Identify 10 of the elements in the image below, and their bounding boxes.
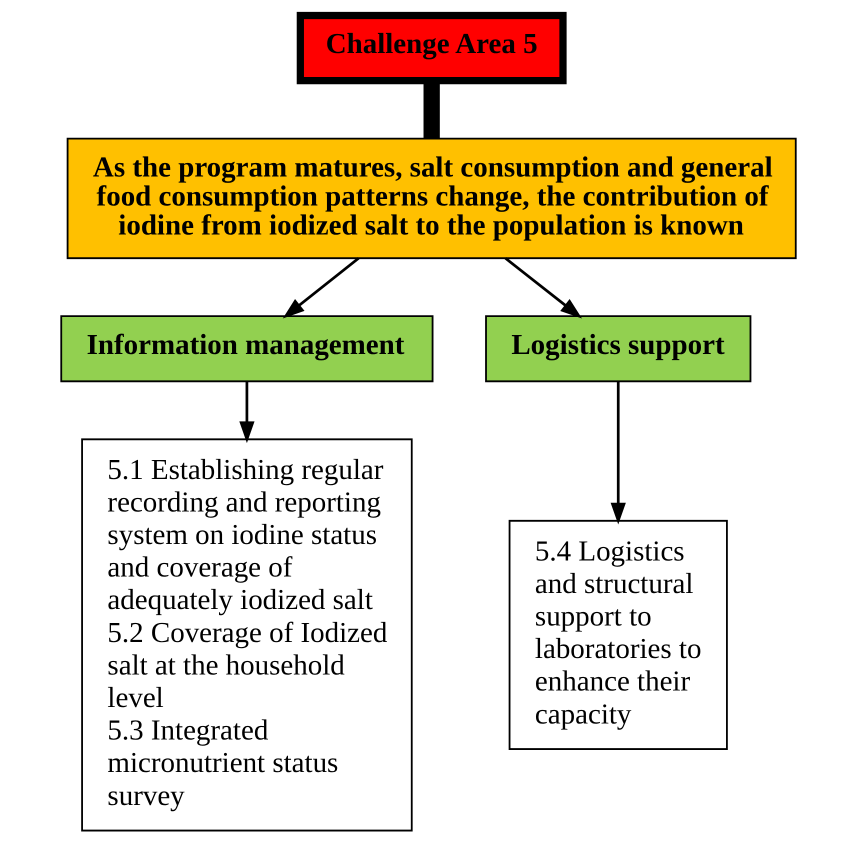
node-box: 5.4 Logistics and structural support to laboratories to enhance their capacity [508,520,728,750]
node-box: Information management [60,315,433,382]
node-box: Challenge Area 5 [296,12,566,84]
node-box: As the program matures, salt consumption and general food consumption patterns change, the contribution of iodine from iodized salt to the population is known [66,138,796,260]
arrow [610,382,626,525]
arrow [504,257,582,318]
arrow [238,382,254,444]
node-box: Logistics support [484,315,751,382]
node-box: 5.1 Establishing regular recording and reporting system on iodine status and coverage of adequately iodized salt 5.2 Coverage of Iodized salt at the household level 5.3 Integrated micronutrient status survey [80,438,412,832]
arrow [282,257,359,318]
